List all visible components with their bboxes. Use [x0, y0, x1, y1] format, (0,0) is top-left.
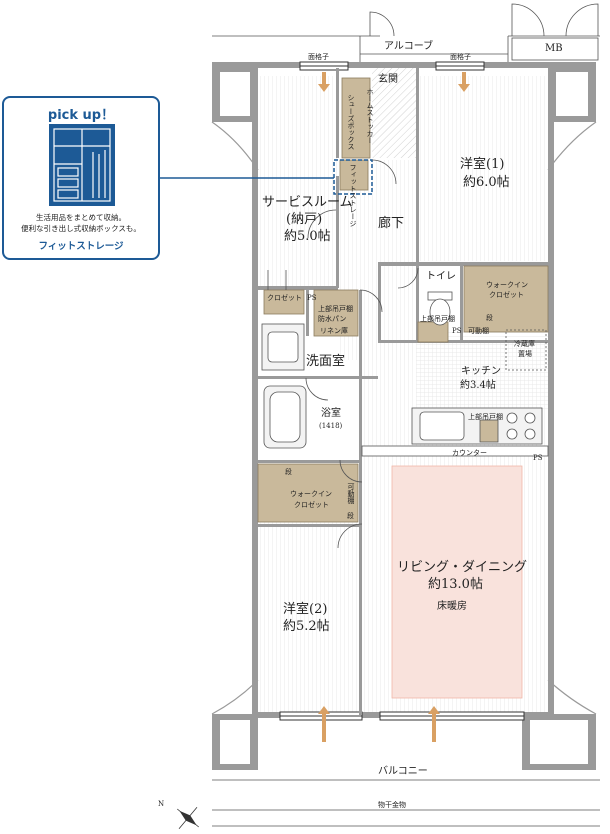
label-dan1: 段: [486, 314, 493, 322]
label-home-stocker: ホームストッカー: [366, 88, 374, 144]
bathroom-fixtures: [261, 323, 307, 449]
toilet-fixture: [427, 291, 453, 326]
floor-western2: [258, 520, 362, 715]
label-dan2: 段: [285, 468, 292, 476]
top-windows: [299, 61, 485, 71]
label-closet: クロゼット: [267, 294, 302, 302]
label-counter: カウンター: [452, 449, 487, 457]
label-genkan: 玄関: [378, 74, 398, 85]
label-grill1: 面格子: [308, 53, 329, 61]
label-north: N: [158, 800, 165, 808]
label-living: リビング・ダイニング: [397, 560, 528, 575]
label-corridor: 廊下: [378, 216, 405, 231]
label-bath: 浴室: [321, 408, 341, 419]
floor-service-room: [258, 76, 338, 286]
pillar-cutouts: [220, 72, 588, 764]
label-toilet: トイレ: [426, 271, 456, 282]
fit-storage-highlight: [333, 159, 373, 195]
label-floor-heating: 床暖房: [437, 601, 467, 612]
label-ps3: PS: [533, 454, 543, 462]
floor-kitchen: [416, 330, 550, 410]
storage-areas: [257, 77, 549, 523]
label-ps1: PS: [307, 294, 317, 302]
compass-icon: [177, 807, 199, 829]
label-washroom: 洗面室: [306, 354, 346, 369]
floor-heating-zone: [391, 465, 523, 699]
label-upper-cabinet3: 上部吊戸棚: [468, 413, 503, 421]
label-nando: (納戸): [286, 212, 323, 227]
doors: [267, 159, 419, 549]
label-balcony: バルコニー: [378, 766, 428, 777]
pickup-desc-line2: 便利な引き出し式収納ボックスも。: [21, 224, 141, 233]
kitchen-counter: [361, 407, 549, 457]
pickup-title: pick up！: [47, 108, 115, 123]
storage-shelf-icon: [49, 124, 115, 206]
mb-doors: [369, 3, 599, 37]
pickup-name: フィットストレージ: [38, 241, 124, 252]
label-living-size: 約13.0帖: [428, 577, 483, 592]
label-wic1-line2: クロゼット: [489, 291, 524, 299]
label-alcove: アルコーブ: [384, 41, 434, 52]
label-wic2-line1: ウォークイン: [290, 490, 332, 498]
label-movable-shelf2: 可動棚: [347, 483, 355, 504]
genkan-floor: [372, 68, 416, 158]
pickup-callout: pick up！ 生活用品をまとめて収納。 便利な引き出し式収納ボックスも。 フ…: [2, 96, 160, 260]
label-movable-shelf1: 可動棚: [468, 327, 489, 335]
label-bath-size: (1418): [319, 422, 343, 430]
label-upper-cabinet1: 上部吊戸棚: [318, 305, 353, 313]
label-shoes-box: シューズボックス: [347, 94, 355, 150]
balcony-windows: [279, 711, 525, 721]
label-western2: 洋室(2): [283, 602, 328, 617]
label-fridge-line2: 置場: [518, 350, 532, 358]
label-fit-storage: フィットストレージ: [349, 164, 357, 227]
label-dan3: 段: [347, 512, 354, 520]
label-ps2: PS: [452, 327, 462, 335]
label-laundry: 物干金物: [378, 801, 406, 809]
label-service-room-size: 約5.0帖: [284, 229, 331, 244]
label-fridge-line1: 冷蔵庫: [514, 340, 535, 348]
label-linen: リネン庫: [320, 327, 348, 335]
label-waterproof-pan: 防水パン: [318, 315, 347, 323]
floor-western1: [416, 76, 550, 261]
label-kitchen-size: 約3.4帖: [460, 380, 496, 391]
ventilation-arrows: [318, 72, 470, 742]
pickup-desc: 生活用品をまとめて収納。 便利な引き出し式収納ボックスも。: [4, 212, 158, 234]
label-western2-size: 約5.2帖: [283, 619, 330, 634]
label-grill2: 面格子: [450, 53, 471, 61]
label-western1-size: 約6.0帖: [463, 175, 510, 190]
pickup-desc-line1: 生活用品をまとめて収納。: [36, 213, 126, 222]
label-wic2-line2: クロゼット: [294, 501, 329, 509]
label-wic1-line1: ウォークイン: [486, 281, 528, 289]
fridge-area: [505, 329, 547, 371]
label-mb: MB: [545, 43, 563, 54]
label-upper-cabinet2: 上部吊戸棚: [420, 315, 455, 323]
label-service-room: サービスルーム: [262, 195, 353, 210]
label-kitchen: キッチン: [461, 366, 501, 377]
label-western1: 洋室(1): [460, 157, 505, 172]
